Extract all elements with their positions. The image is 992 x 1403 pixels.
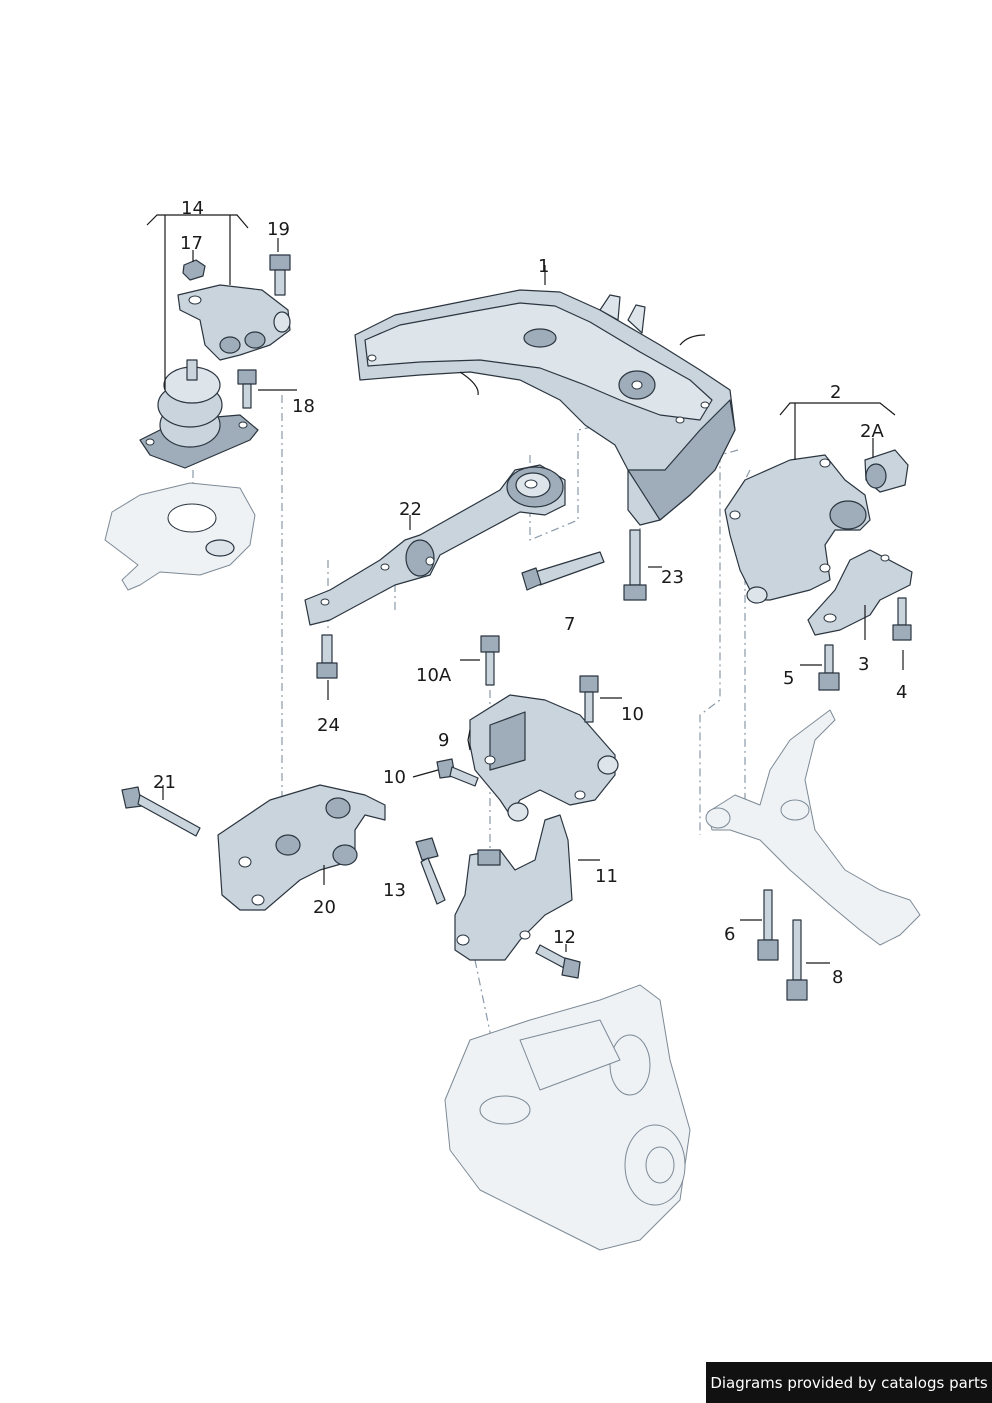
plate-part-3 (807, 549, 913, 636)
leader-lines (146, 214, 904, 964)
mount-bracket (177, 284, 291, 361)
callout-11: 11 (595, 866, 618, 887)
bolt-part-18 (237, 369, 257, 409)
callout-4: 4 (896, 682, 907, 703)
callout-21: 21 (153, 772, 176, 793)
bolt-part-24 (316, 634, 338, 679)
callout-2: 2 (830, 382, 841, 403)
callout-7: 7 (564, 614, 575, 635)
callout-9: 9 (438, 730, 449, 751)
credit-text: Diagrams provided by catalogs parts (710, 1373, 988, 1392)
bolt-part-10a (480, 635, 500, 686)
callout-14: 14 (181, 198, 204, 219)
gearbox-mount-part-9 (469, 694, 619, 822)
callout-2a: 2A (860, 421, 884, 442)
bolt-part-21 (121, 786, 201, 837)
bolt-part-5 (818, 644, 840, 691)
callout-3: 3 (858, 654, 869, 675)
bolt-part-10-upper (579, 675, 599, 723)
callout-13: 13 (383, 880, 406, 901)
bolt-part-19 (269, 254, 291, 296)
bolt-part-7 (521, 551, 605, 591)
bolt-part-6 (757, 889, 779, 961)
callout-12: 12 (553, 927, 576, 948)
bracket-part-2 (724, 454, 871, 604)
engine-mount-part-14 (139, 359, 259, 469)
subframe-part-1 (354, 289, 736, 526)
callout-23: 23 (661, 567, 684, 588)
callout-24: 24 (317, 715, 340, 736)
callout-18: 18 (292, 396, 315, 417)
callout-20: 20 (313, 897, 336, 918)
gearbox-bracket-part-20 (217, 784, 386, 911)
callout-22: 22 (399, 499, 422, 520)
heat-shield (104, 482, 256, 591)
nut-part-17 (182, 259, 206, 281)
bolt-part-23 (623, 529, 647, 601)
callout-10-lower: 10 (383, 767, 406, 788)
callout-10a: 10A (416, 665, 452, 686)
callout-1: 1 (538, 256, 549, 277)
credit-banner: Diagrams provided by catalogs parts (706, 1362, 992, 1403)
control-arm (705, 709, 921, 946)
torque-rod-part-22 (304, 464, 566, 626)
callout-10-upper: 10 (621, 704, 644, 725)
bolt-part-8 (786, 919, 808, 1001)
bushing-part-2a (864, 449, 909, 493)
callout-5: 5 (783, 668, 794, 689)
callout-8: 8 (832, 967, 843, 988)
gearbox-support-part-11 (454, 814, 573, 961)
transmission-housing (444, 984, 691, 1251)
bolt-part-4 (892, 597, 912, 641)
bolt-part-12 (535, 944, 581, 979)
bolt-part-10-lower (436, 758, 479, 787)
callout-labels: 1 2 2A 3 4 5 6 7 8 9 10A 10 10 11 12 13 … (153, 198, 907, 988)
callout-19: 19 (267, 219, 290, 240)
callout-6: 6 (724, 924, 735, 945)
callout-17: 17 (180, 233, 203, 254)
bolt-part-13 (415, 837, 446, 905)
